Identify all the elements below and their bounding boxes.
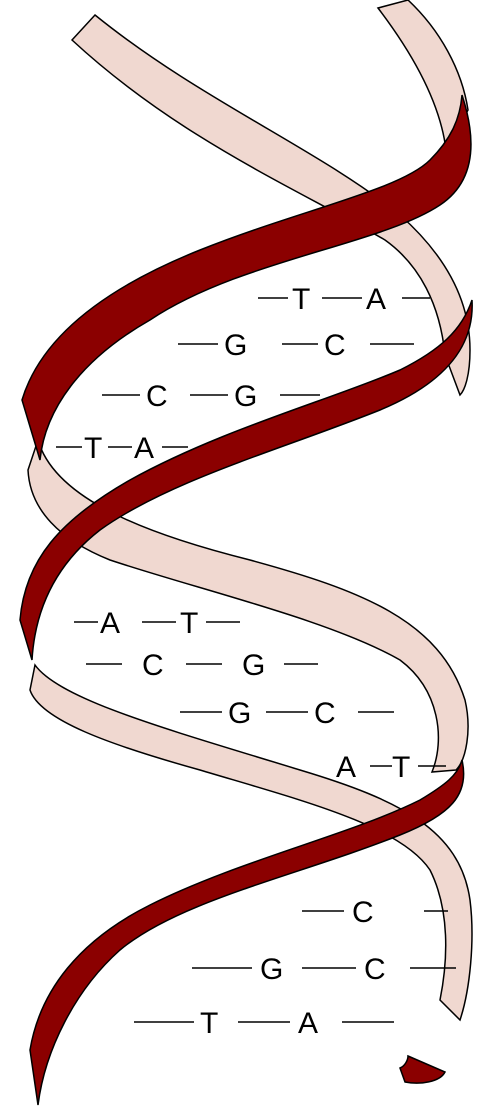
base-pair-row: G C (178, 329, 414, 362)
base-left: G (224, 329, 247, 362)
base-left: G (260, 953, 283, 986)
base-pair-row: G C (180, 697, 394, 730)
base-right: A (298, 1007, 318, 1040)
base-pair-row: C G (86, 649, 318, 682)
base-pair-row: G C (192, 953, 456, 986)
base-left: T (292, 283, 310, 316)
base-left: T (200, 1007, 218, 1040)
base-right: A (134, 432, 154, 465)
front-strand-lower-segment (30, 760, 464, 1105)
base-right: G (242, 649, 265, 682)
base-left: G (228, 697, 251, 730)
base-left: T (84, 432, 102, 465)
base-pair-row: A T (336, 751, 446, 784)
base-right: G (234, 380, 257, 413)
base-right: C (352, 896, 374, 929)
base-right: C (314, 697, 336, 730)
base-pair-row: C G (102, 380, 320, 413)
front-strand-bottom-tail (400, 1056, 445, 1083)
base-left: C (146, 380, 168, 413)
base-left: A (336, 751, 356, 784)
base-right: T (392, 751, 410, 784)
base-pair-row: C (302, 896, 448, 929)
base-pair-row: A T (74, 607, 240, 640)
base-right: C (364, 953, 386, 986)
base-right: A (366, 283, 386, 316)
base-right: T (180, 607, 198, 640)
base-left: C (142, 649, 164, 682)
base-pair-row: T A (134, 1007, 394, 1040)
base-pair-row: T A (258, 283, 430, 316)
base-left: A (100, 607, 120, 640)
base-right: C (324, 329, 346, 362)
